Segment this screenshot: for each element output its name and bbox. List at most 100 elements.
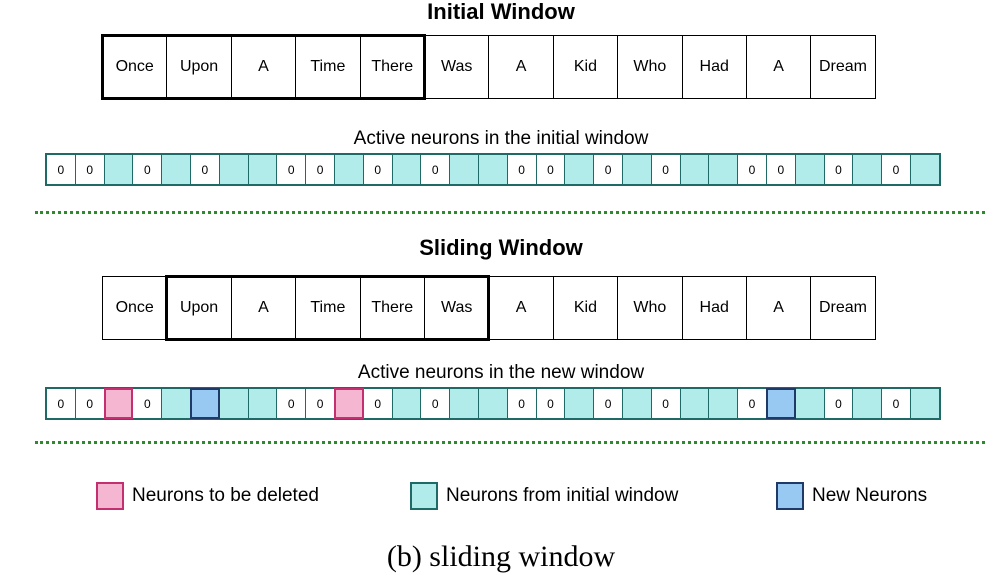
inactive-neuron: 0 [535, 388, 566, 419]
token-cell: Who [618, 277, 683, 339]
token-cell: Time [296, 36, 361, 98]
active-neuron [708, 388, 739, 419]
token-cell: Upon [167, 277, 232, 339]
inactive-neuron: 0 [593, 388, 623, 419]
legend-deleted: Neurons to be deleted [96, 482, 319, 510]
inactive-neuron: 0 [765, 154, 796, 185]
token-cell: A [747, 277, 812, 339]
active-neuron [679, 154, 710, 185]
active-neuron [161, 154, 191, 185]
token-cell: Kid [554, 36, 619, 98]
inactive-neuron: 0 [305, 154, 335, 185]
active-neuron [218, 388, 249, 419]
legend-active: Neurons from initial window [410, 482, 678, 510]
token-cell: Was [425, 36, 490, 98]
new-neuron [765, 388, 796, 419]
inactive-neuron: 0 [420, 388, 451, 419]
active-neuron [161, 388, 191, 419]
active-neuron [449, 388, 479, 419]
token-cell: A [489, 277, 554, 339]
active-neuron [449, 154, 479, 185]
inactive-neuron: 0 [189, 154, 220, 185]
inactive-neuron: 0 [535, 154, 566, 185]
inactive-neuron: 0 [305, 388, 335, 419]
inactive-neuron: 0 [650, 388, 681, 419]
inactive-neuron: 0 [362, 154, 393, 185]
token-cell: A [232, 277, 297, 339]
legend-active-swatch [410, 482, 438, 510]
active-neuron [103, 154, 134, 185]
token-cell: There [361, 36, 425, 98]
token-cell: Dream [811, 36, 876, 98]
inactive-neuron: 0 [823, 388, 854, 419]
active-neuron [909, 154, 940, 185]
token-cell: Had [683, 277, 747, 339]
inactive-neuron: 0 [881, 154, 911, 185]
active-neuron [794, 388, 825, 419]
figure-caption: (b) sliding window [386, 540, 616, 573]
initial-window-title: Initial Window [427, 0, 575, 24]
active-neuron [477, 154, 508, 185]
token-cell: A [747, 36, 812, 98]
active-neuron [621, 154, 652, 185]
token-cell: Who [618, 36, 683, 98]
inactive-neuron: 0 [276, 388, 307, 419]
new-neuron [189, 388, 220, 419]
active-neuron [247, 154, 278, 185]
inactive-neuron: 0 [276, 154, 307, 185]
token-cell: Once [103, 36, 168, 98]
inactive-neuron: 0 [506, 388, 537, 419]
inactive-neuron: 0 [650, 154, 681, 185]
active-neuron [708, 154, 739, 185]
active-neuron [333, 154, 364, 185]
active-neuron [852, 388, 883, 419]
token-cell: A [489, 36, 554, 98]
legend-active-label: Neurons from initial window [446, 485, 679, 506]
token-cell: Was [425, 277, 490, 339]
active-neuron [391, 154, 422, 185]
inactive-neuron: 0 [823, 154, 854, 185]
inactive-neuron: 0 [74, 154, 105, 185]
inactive-neuron: 0 [74, 388, 105, 419]
inactive-neuron: 0 [506, 154, 537, 185]
active-neuron [852, 154, 883, 185]
active-neuron [218, 154, 249, 185]
inactive-neuron: 0 [132, 154, 163, 185]
active-neuron [794, 154, 825, 185]
token-cell: Kid [554, 277, 619, 339]
token-cell: Time [296, 277, 361, 339]
active-neuron [391, 388, 422, 419]
deleted-neuron [333, 388, 364, 419]
active-neuron [621, 388, 652, 419]
inactive-neuron: 0 [593, 154, 623, 185]
inactive-neuron: 0 [362, 388, 393, 419]
inactive-neuron: 0 [420, 154, 451, 185]
token-cell: Upon [167, 36, 232, 98]
inactive-neuron: 0 [881, 388, 911, 419]
legend-new-swatch [776, 482, 804, 510]
inactive-neuron: 0 [46, 388, 76, 419]
token-cell: Had [683, 36, 747, 98]
inactive-neuron: 0 [737, 388, 767, 419]
active-neuron [477, 388, 508, 419]
legend-new: New Neurons [776, 482, 927, 510]
legend-deleted-label: Neurons to be deleted [132, 485, 319, 506]
inactive-neuron: 0 [132, 388, 163, 419]
token-cell: Dream [811, 277, 876, 339]
active-neuron [564, 388, 595, 419]
token-cell: Once [103, 277, 168, 339]
active-neuron [247, 388, 278, 419]
token-cell: There [361, 277, 425, 339]
active-neuron [909, 388, 940, 419]
legend-new-label: New Neurons [812, 485, 928, 506]
legend-deleted-swatch [96, 482, 124, 510]
sliding-neurons-title: Active neurons in the new window [357, 362, 645, 383]
active-neuron [679, 388, 710, 419]
initial-neurons-title: Active neurons in the initial window [353, 128, 649, 149]
section-divider-bottom [35, 441, 985, 444]
sliding-window-title: Sliding Window [419, 235, 583, 260]
